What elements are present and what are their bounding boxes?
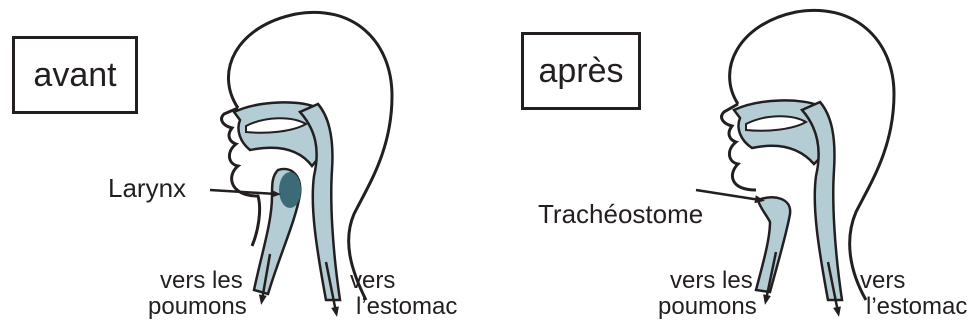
larynx-label: Larynx — [108, 174, 186, 203]
panel-after: après Trachéostome vers les poumons vers… — [490, 0, 980, 328]
stoma-arrow — [696, 190, 760, 200]
stomach-label-line2: l’estomac — [866, 294, 967, 321]
trachea — [756, 197, 790, 292]
lungs-label-line1: vers les — [160, 268, 243, 295]
panel-before: avant Larynx vers les poumons vers l’est… — [0, 0, 490, 328]
lungs-label-line2: poumons — [658, 294, 757, 321]
lungs-label-line1: vers les — [670, 268, 753, 295]
head-diagram-before — [0, 0, 490, 328]
stomach-label-line1: vers — [860, 268, 905, 295]
lungs-label-line2: poumons — [148, 294, 247, 321]
stomach-label-line2: l’estomac — [356, 294, 457, 321]
tracheostome-label: Trachéostome — [538, 200, 703, 229]
stomach-label-line1: vers — [350, 268, 395, 295]
larynx-shape — [279, 172, 301, 208]
